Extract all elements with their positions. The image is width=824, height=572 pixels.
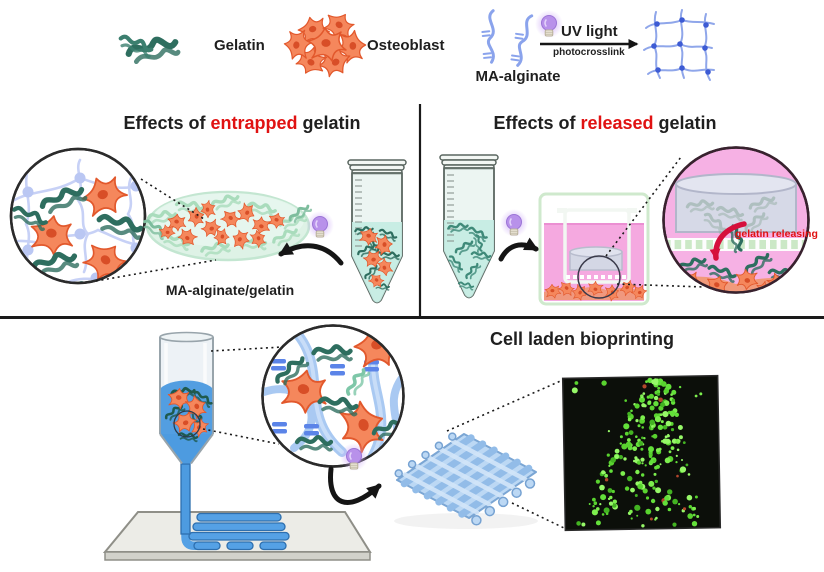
uv-bulb-bioprinting-icon xyxy=(339,442,369,472)
legend-ma-alginate-label: MA-alginate xyxy=(475,68,561,85)
legend-gelatin-label: Gelatin xyxy=(214,37,265,54)
gelatin-release-arrow xyxy=(709,221,747,261)
released-title-suffix: gelatin xyxy=(653,113,717,133)
fluorescence-image xyxy=(561,374,722,532)
falcon-tube-released xyxy=(439,154,499,299)
callout-entrapped-top xyxy=(140,178,205,220)
uv-bulb-entrapped-icon xyxy=(305,210,335,240)
photocrosslink-label: photocrosslink xyxy=(553,47,625,58)
entrapped-panel-title: Effects of entrapped gelatin xyxy=(42,113,442,134)
transwell-insert xyxy=(557,208,637,284)
callout-bioink-top xyxy=(210,346,284,352)
callout-scaffold-bottom xyxy=(511,502,565,529)
printed-strands xyxy=(181,512,290,551)
falcon-tube-entrapped xyxy=(347,159,407,304)
released-title-prefix: Effects of xyxy=(493,113,581,133)
curved-arrow-entrapped xyxy=(278,242,344,266)
uv-light-label: UV light xyxy=(561,23,618,40)
zoom-circle-bioink xyxy=(261,324,405,468)
released-panel-title: Effects of released gelatin xyxy=(420,113,790,134)
magnifier-circle-bioink xyxy=(173,410,201,438)
legend-osteoblast-icon xyxy=(281,6,367,83)
crosslinked-network-icon xyxy=(643,9,715,81)
magnifier-circle-well xyxy=(577,255,621,299)
uv-bulb-legend-icon xyxy=(534,9,564,39)
entrapped-title-highlight: entrapped xyxy=(210,113,298,133)
entrapped-title-suffix: gelatin xyxy=(297,113,361,133)
fluorescence-dots xyxy=(571,377,703,528)
nozzle-tube xyxy=(180,463,191,535)
curved-arrow-bioprinting xyxy=(328,466,382,505)
callout-entrapped-bottom xyxy=(95,259,217,282)
callout-bioink-bottom xyxy=(202,428,280,445)
bioprinting-panel-title: Cell laden bioprinting xyxy=(490,329,674,349)
released-title-highlight: released xyxy=(580,113,654,133)
entrapped-title-prefix: Effects of xyxy=(123,113,211,133)
culture-well xyxy=(538,192,650,306)
legend-ma-alginate-icon xyxy=(477,9,534,68)
callout-released-bottom xyxy=(616,283,705,288)
callout-lines xyxy=(95,156,705,529)
callout-scaffold-top xyxy=(446,378,566,432)
gel-label: MA-alginate/gelatin xyxy=(165,282,295,298)
zoom-circle-entrapped xyxy=(9,147,147,285)
legend-osteoblast-label: Osteoblast xyxy=(367,37,445,54)
callout-released-top xyxy=(605,156,682,257)
scaffold-lattice xyxy=(394,432,538,529)
curved-arrow-released xyxy=(498,237,539,262)
gelatin-releasing-annotation: gelatin releasing xyxy=(735,228,818,240)
zoom-circle-released xyxy=(662,146,810,294)
uv-bulb-released-icon xyxy=(499,208,529,238)
bioprinter-syringe xyxy=(159,331,215,535)
legend-gelatin-icon xyxy=(118,32,179,62)
